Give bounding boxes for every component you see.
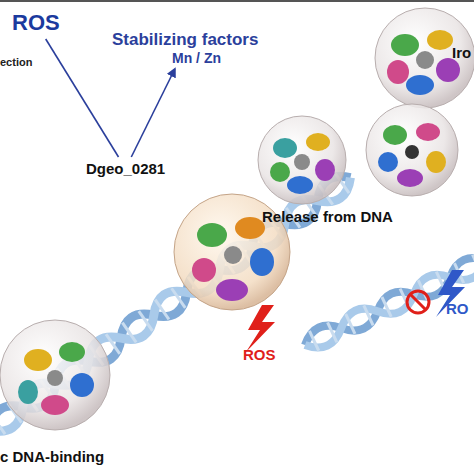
protein-node: Dgeo_0281	[86, 160, 165, 177]
protein-cage-middle-left-part	[287, 176, 313, 194]
ros-label: ROS	[243, 346, 276, 363]
protein-cage-middle-right-part	[378, 152, 398, 172]
protein-cage-middle-left-part	[270, 162, 290, 182]
prohibition-sign	[407, 291, 429, 313]
ros-lightning-red	[246, 305, 275, 352]
dna-helix-right-part	[301, 251, 474, 354]
dna-helix-right-part	[301, 251, 474, 354]
dna-helix-left-part-part	[122, 323, 136, 343]
process-label: Release from DNA	[262, 208, 393, 225]
node-heading: Stabilizing factors	[112, 30, 258, 50]
protein-cage-middle-right	[366, 104, 458, 196]
protein-cage-middle-right-part	[383, 125, 407, 145]
protein-cage-bottom-left-part	[18, 380, 38, 404]
protein-cage-top-right-part	[416, 51, 434, 69]
protein-cage-on-dna-part	[250, 248, 274, 276]
protein-cage-top-right-part	[387, 60, 409, 84]
protein-cage-middle-right-part	[426, 151, 446, 173]
protein-cage-middle-left-part	[258, 116, 346, 204]
cropped-label: ection	[0, 56, 32, 68]
protein-cage-bottom-left-part	[24, 349, 52, 371]
protein-cage-top-right	[375, 8, 474, 108]
protein-cage-top-right-part	[391, 34, 419, 56]
protein-cage-on-dna-part	[216, 279, 248, 301]
dna-helix-right-part	[309, 255, 474, 351]
protein-cage-on-dna-part	[224, 246, 242, 264]
process-label: c DNA-binding	[0, 448, 104, 465]
stabilizer-node: Stabilizing factorsMn / Zn	[112, 30, 258, 66]
protein-cage-middle-left-part	[315, 159, 335, 181]
ros-node: ROS	[12, 10, 60, 36]
protein-cage-middle-right-part	[397, 169, 423, 187]
protein-cage-bottom-left-part	[70, 373, 94, 397]
connector-line	[131, 69, 175, 157]
protein-cage-top-right-part	[406, 75, 434, 95]
dna-helix-left-part-part	[0, 414, 5, 434]
protein-cage-middle-left-part	[294, 154, 310, 170]
node-body: Mn / Zn	[112, 50, 258, 66]
protein-cage-bottom-left-part	[47, 370, 63, 386]
protein-cage-middle-right-part	[366, 104, 458, 196]
dna-helix-left-part-part	[172, 288, 186, 308]
dna-helix-left-part-part	[155, 300, 169, 320]
connector-line	[46, 39, 119, 157]
cropped-label: RO	[446, 300, 469, 317]
cropped-label: Iro	[452, 44, 471, 61]
protein-cage-top-right-part	[436, 58, 460, 82]
node-heading: Dgeo_0281	[86, 160, 165, 177]
dna-helix-right-part-part	[473, 255, 474, 275]
protein-cage-bottom-left	[0, 320, 110, 430]
prohibition-sign-part	[410, 294, 426, 310]
protein-cage-middle-right-part	[416, 123, 440, 141]
node-heading: ROS	[12, 10, 60, 36]
protein-cage-middle-left-part	[306, 133, 330, 151]
dna-helix-right-part-part	[364, 305, 373, 325]
dna-helix-right-part-part	[382, 297, 391, 317]
protein-cage-middle-left-part	[273, 138, 297, 158]
dna-helix-left-part-part	[139, 311, 153, 331]
protein-cage-on-dna-part	[235, 217, 265, 239]
top-border	[0, 0, 474, 2]
protein-cage-middle-left	[258, 116, 346, 204]
prohibition-sign-part	[407, 291, 429, 313]
dna-helix-right-part-part	[328, 322, 337, 342]
dna-helix-left-part-part	[106, 334, 120, 354]
dna-helix-right	[300, 251, 474, 355]
protein-cage-bottom-left-part	[41, 395, 69, 415]
dna-helix-right-part-part	[309, 331, 318, 351]
protein-cage-bottom-left-part	[59, 342, 85, 362]
ros-lightning-red-part	[246, 305, 275, 352]
dna-helix-right-part-part	[346, 314, 355, 334]
protein-cage-top-right-part	[427, 30, 453, 50]
protein-cage-top-right-part	[375, 8, 474, 108]
protein-cage-on-dna-part	[197, 223, 227, 247]
protein-cage-middle-right-part	[405, 145, 419, 159]
protein-cage-on-dna-part	[192, 258, 216, 282]
protein-cage-bottom-left-part	[0, 320, 110, 430]
